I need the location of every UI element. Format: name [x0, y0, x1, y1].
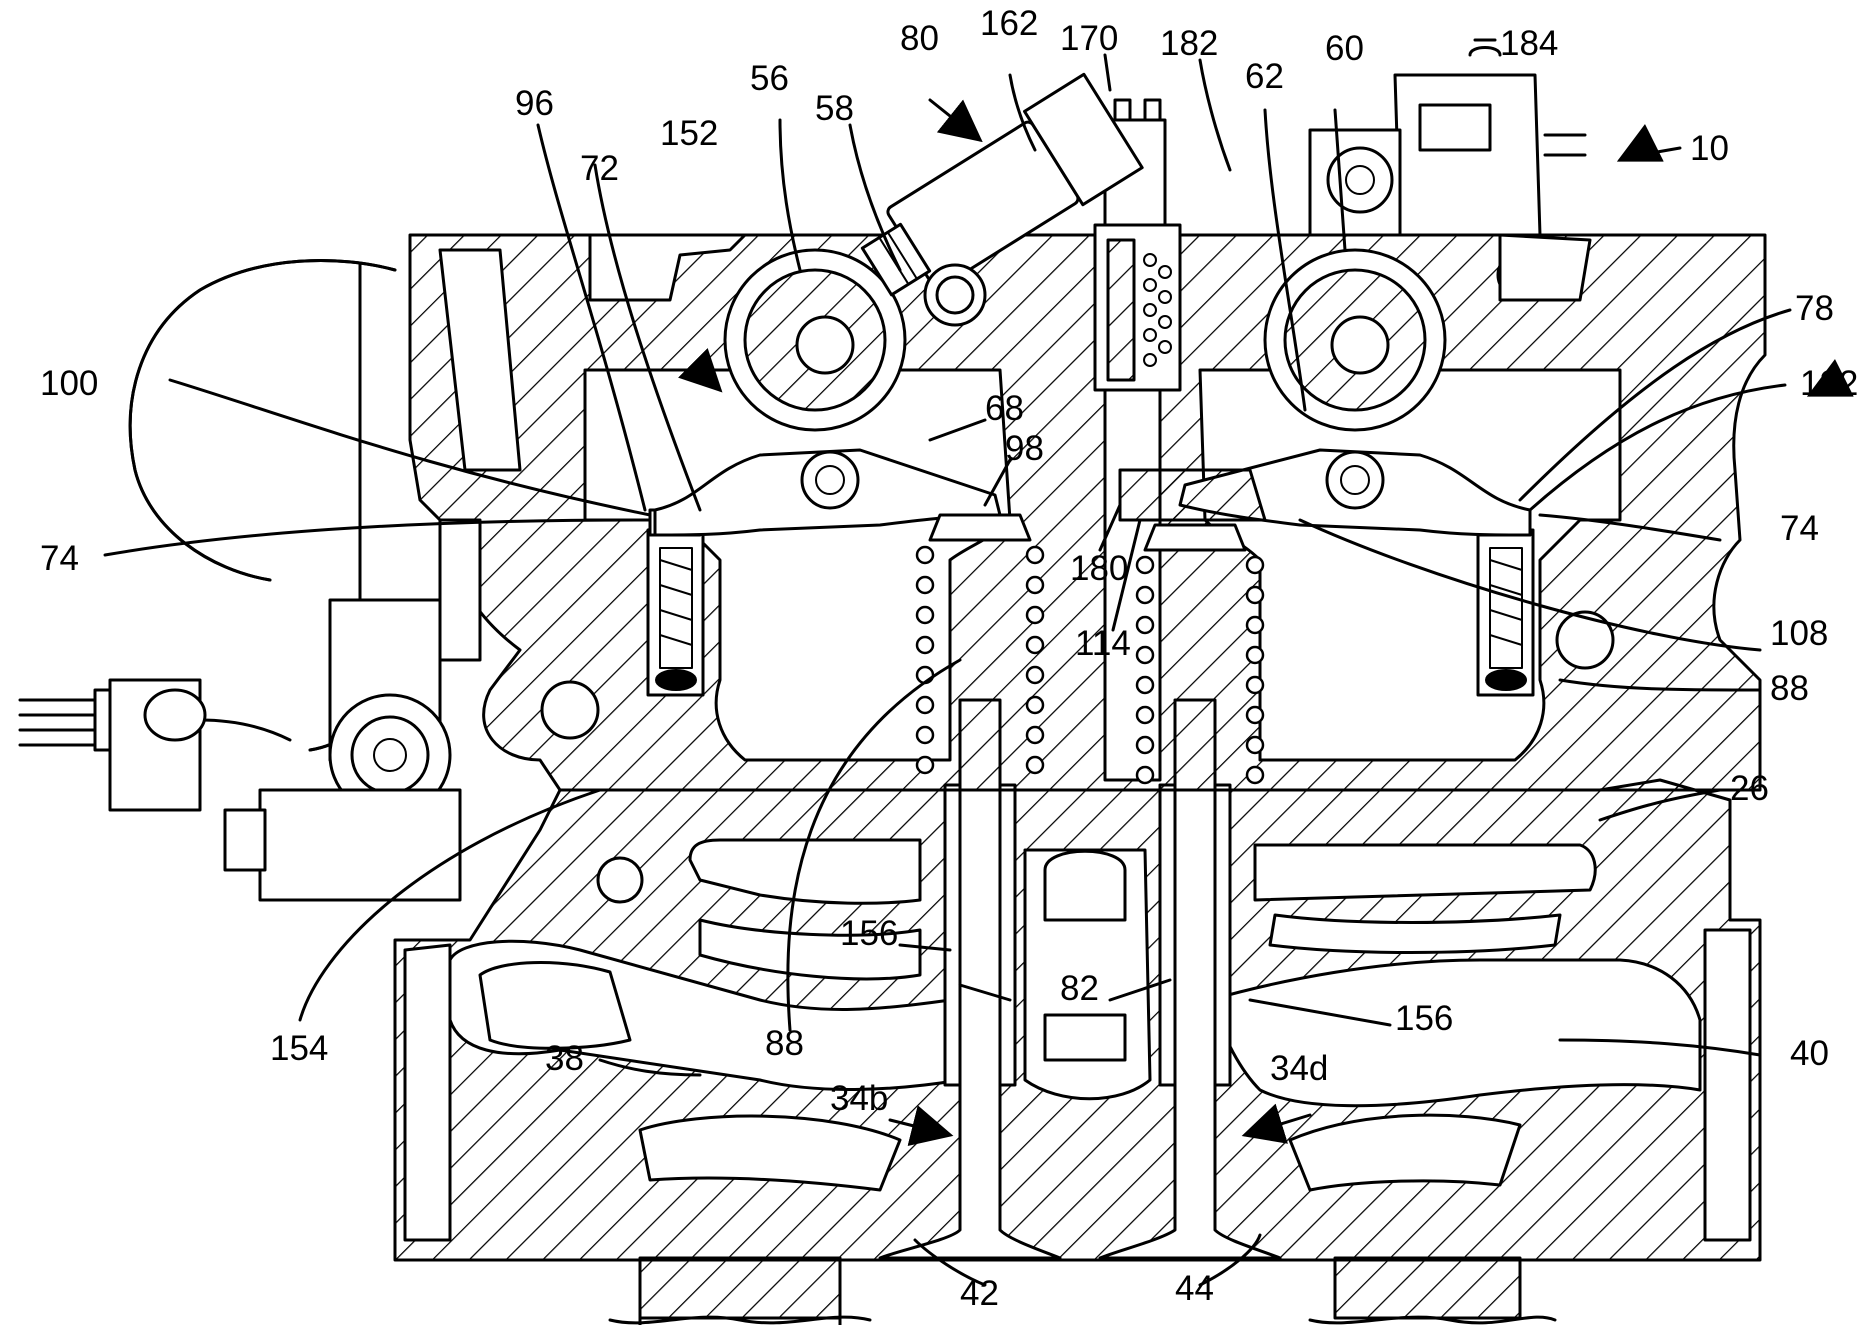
lower-block: [395, 780, 1760, 1260]
label-180: 180: [1070, 549, 1128, 588]
label-42: 42: [960, 1274, 999, 1313]
label-108: 108: [1770, 614, 1828, 653]
label-162: 162: [980, 4, 1038, 43]
label-38: 38: [545, 1039, 584, 1078]
label-152: 152: [660, 114, 718, 153]
label-40: 40: [1790, 1034, 1829, 1073]
label-58: 58: [815, 89, 854, 128]
left-electrical-connector: [20, 680, 290, 810]
label-156-right: 156: [1395, 999, 1453, 1038]
label-60: 60: [1325, 29, 1364, 68]
label-182: 182: [1160, 24, 1218, 63]
label-72: 72: [580, 149, 619, 188]
lash-adjuster-left: [648, 510, 703, 695]
label-34d: 34d: [1270, 1049, 1328, 1088]
label-122: 122: [1800, 364, 1858, 403]
label-26: 26: [1730, 769, 1769, 808]
label-88-left: 88: [765, 1024, 804, 1063]
connector-eyelet: [925, 265, 985, 325]
label-68: 68: [985, 389, 1024, 428]
label-114: 114: [1075, 624, 1131, 663]
label-56: 56: [750, 59, 789, 98]
label-82: 82: [1060, 969, 1099, 1008]
sensor-184: [1310, 48, 1585, 236]
label-154: 154: [270, 1029, 328, 1068]
lower-liner: [610, 1258, 1555, 1325]
label-74-left: 74: [40, 539, 79, 578]
label-34b: 34b: [830, 1079, 888, 1118]
label-80: 80: [900, 19, 939, 58]
label-170: 170: [1060, 19, 1118, 58]
label-184: 184: [1500, 24, 1558, 63]
label-74-right: 74: [1780, 509, 1819, 548]
label-44: 44: [1175, 1269, 1214, 1308]
label-100: 100: [40, 364, 98, 403]
label-96: 96: [515, 84, 554, 123]
label-10: 10: [1690, 129, 1729, 168]
label-156-left: 156: [840, 914, 898, 953]
label-62: 62: [1245, 57, 1284, 96]
label-88-right: 88: [1770, 669, 1809, 708]
label-78: 78: [1795, 289, 1834, 328]
label-98: 98: [1005, 429, 1044, 468]
left-solenoid: [225, 520, 480, 900]
